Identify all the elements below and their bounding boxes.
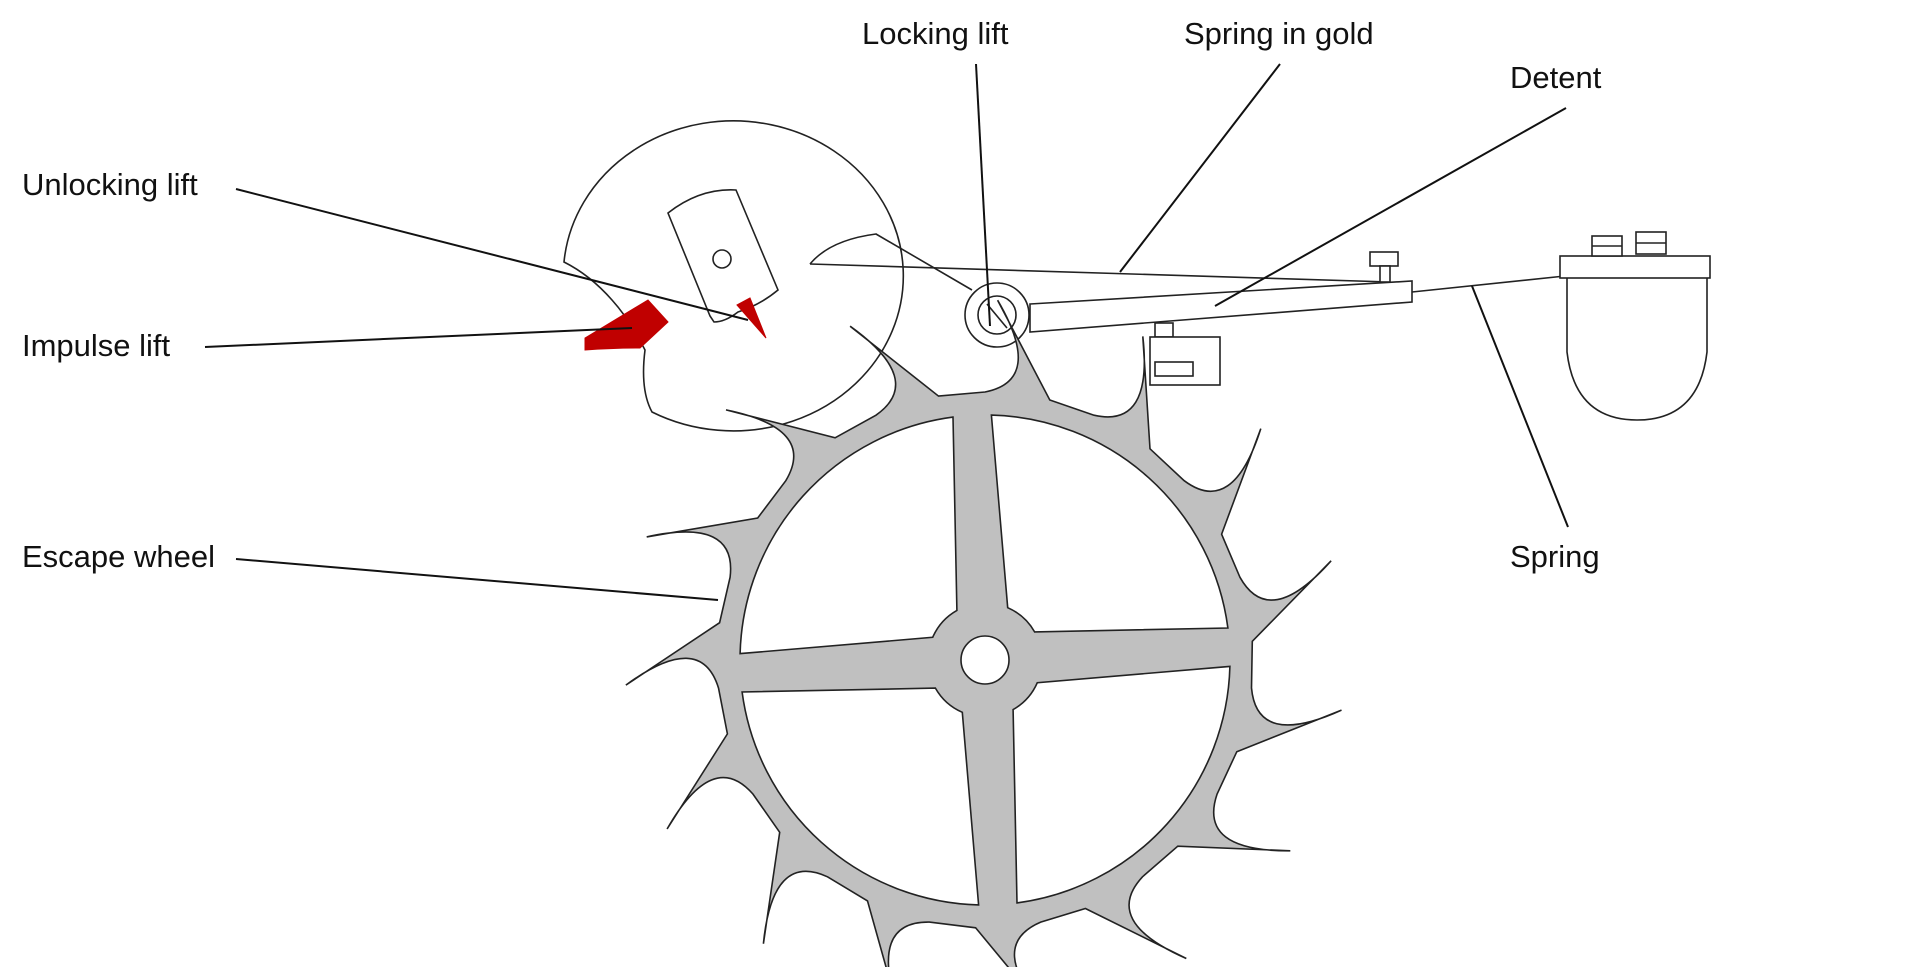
label-impulse-lift: Impulse lift [22, 328, 171, 363]
label-spring-in-gold: Spring in gold [1184, 16, 1374, 51]
leader-lines [204, 63, 1569, 601]
roller-pivot-hole [712, 249, 732, 269]
gold-spring-line [809, 263, 1391, 283]
escape-wheel-body [625, 299, 1342, 967]
leader-escape-wheel [235, 558, 719, 601]
escape-wheel [625, 299, 1342, 967]
stud-plate [1559, 255, 1711, 279]
label-detent: Detent [1510, 60, 1602, 95]
leader-locking-lift [975, 63, 991, 327]
label-unlocking-lift: Unlocking lift [22, 167, 198, 202]
detent-spring [1411, 275, 1566, 293]
balance-roller [563, 120, 905, 432]
detent-assembly [809, 233, 1413, 386]
detent-body [1029, 280, 1413, 333]
roller-hub-plate [667, 189, 779, 323]
spring-block [1566, 275, 1708, 421]
roller-table-outline [563, 120, 905, 432]
impulse-pallet [584, 299, 669, 351]
leader-spring-in-gold [1119, 63, 1281, 273]
unlocking-pallet [736, 297, 767, 339]
escape-wheel-arbor-hole [960, 635, 1010, 685]
label-spring: Spring [1510, 539, 1600, 574]
label-escape-wheel: Escape wheel [22, 539, 215, 574]
detent-screw-shank [1379, 265, 1391, 283]
spring-stud [1411, 231, 1711, 421]
gold-spring-curve [809, 233, 973, 291]
locking-jewel-slot [986, 303, 1008, 329]
banking-stop [1149, 336, 1221, 386]
label-locking-lift: Locking lift [862, 16, 1009, 51]
banking-stop-cap [1154, 322, 1174, 338]
leader-detent [1214, 107, 1567, 307]
leader-spring [1471, 285, 1569, 528]
banking-stop-slot [1154, 361, 1194, 377]
leader-unlocking-lift [235, 188, 749, 321]
leader-impulse-lift [204, 327, 633, 348]
detent-screw-head [1369, 251, 1399, 267]
